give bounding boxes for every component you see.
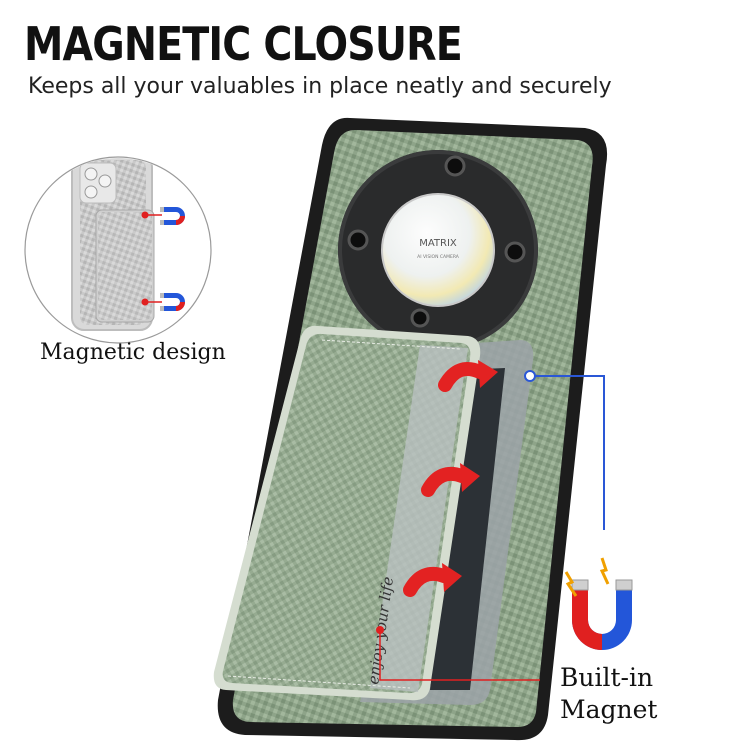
- card-holder: enjoy your life: [213, 325, 481, 701]
- magnet-icon: [160, 293, 185, 311]
- headline: MAGNETIC CLOSURE: [24, 17, 463, 71]
- camera-lens-icon: [504, 241, 526, 263]
- arrow-curve-icon: [403, 563, 462, 597]
- spark-icon: [599, 557, 610, 585]
- camera-center-disc: [381, 193, 495, 307]
- camera-module: MATRIX AI VISION CAMERA: [338, 150, 538, 350]
- builtin-magnet-label-line2: Magnet: [560, 695, 658, 724]
- camera-lens-icon: [444, 155, 466, 177]
- builtin-magnet-connector: [524, 370, 605, 530]
- magnet-icon: [160, 207, 185, 225]
- spark-icon: [564, 571, 578, 597]
- stored-card: [430, 368, 505, 690]
- card-holder-strip: [370, 345, 468, 692]
- camera-sub: AI VISION CAMERA: [417, 254, 460, 260]
- arrow-curve-icon: [421, 463, 480, 497]
- camera-lens-icon: [347, 229, 369, 251]
- phone-case: MATRIX AI VISION CAMERA enjoy your life: [213, 117, 608, 741]
- builtin-magnet-pointer: [376, 626, 540, 681]
- camera-lens-icon: [410, 308, 430, 328]
- magnetic-design-label: Magnetic design: [40, 340, 226, 365]
- builtin-magnet-label-line1: Built-in: [560, 663, 654, 692]
- magnet-icon: [571, 579, 633, 650]
- builtin-magnet-label: Built-in Magnet: [560, 662, 657, 726]
- camera-brand: MATRIX: [419, 238, 457, 249]
- subheadline: Keeps all your valuables in place neatly…: [28, 74, 612, 99]
- arrow-curve-icon: [438, 360, 498, 392]
- magnetic-design-inset: [24, 156, 212, 344]
